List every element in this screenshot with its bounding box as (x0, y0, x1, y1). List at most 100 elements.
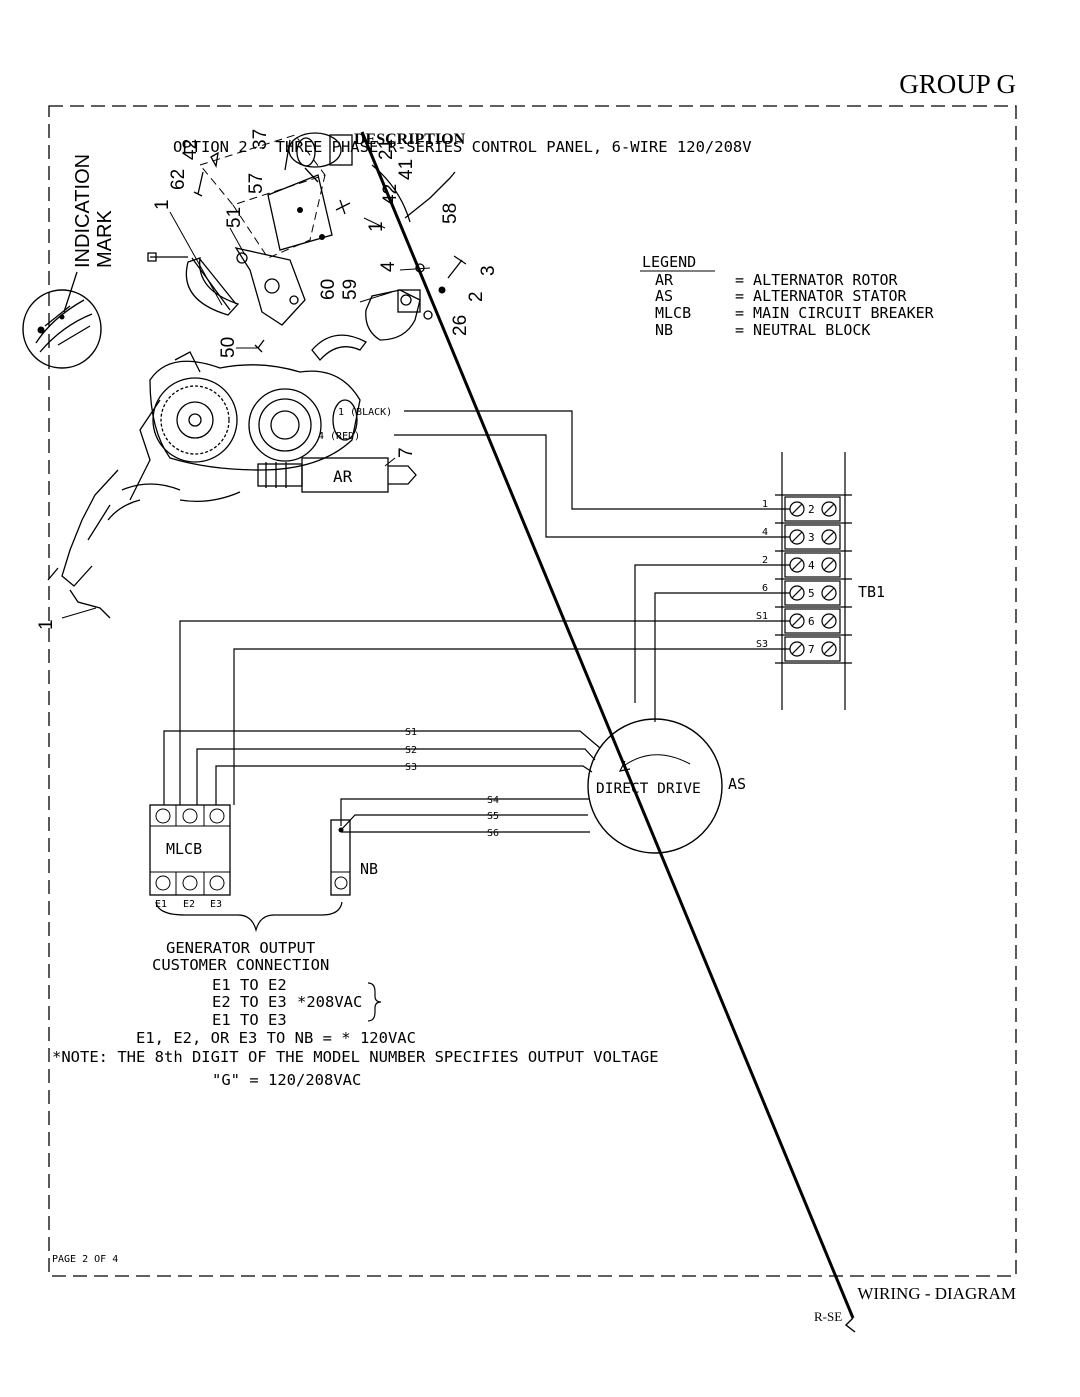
output-heading-2: CUSTOMER CONNECTION (152, 956, 329, 974)
part-number-3: 3 (478, 265, 499, 276)
terminal-row: 42 (762, 550, 852, 578)
screw-slot (823, 615, 835, 627)
stator-wire-s4: S4 (487, 795, 499, 806)
stator-wire-s5: S5 (487, 811, 499, 822)
indication-detail-circle (22, 289, 102, 369)
screw-slot (791, 643, 803, 655)
legend-code-mlcb: MLCB (655, 304, 691, 322)
output-pair-2: E2 TO E3 (212, 993, 287, 1011)
stator-circle (587, 718, 723, 854)
part-number-62: 62 (168, 169, 189, 190)
terminal-cell (784, 580, 841, 606)
terminal-row: 56 (762, 578, 852, 606)
stator-wire-s6: S6 (487, 828, 499, 839)
output-pair-3: E1 TO E3 (212, 1011, 287, 1029)
mlcb-terminal-e2: E2 (183, 899, 195, 910)
terminal-number: 4 (808, 559, 815, 572)
screw-slot (823, 531, 835, 543)
output-heading-1: GENERATOR OUTPUT (166, 939, 315, 957)
terminal-screw-icon (821, 613, 837, 629)
screw-slot (791, 615, 803, 627)
output-notes: GENERATOR OUTPUT CUSTOMER CONNECTION E1 … (52, 939, 659, 1089)
main-circuit-breaker: MLCB E1 E2 E3 (149, 804, 231, 910)
stator-wire-s1: S1 (405, 727, 417, 738)
terminal-row: 7 S3 (756, 634, 852, 662)
part-number-42a: 42 (180, 139, 201, 160)
mlcb-label: MLCB (166, 840, 202, 858)
screw-slot (791, 531, 803, 543)
screw-slot (823, 587, 835, 599)
mlcb-wiring: S1 S2 S3 (163, 727, 601, 805)
terminal-row: 6 S1 (756, 606, 852, 634)
screw-slot (823, 503, 835, 515)
group-heading: GROUP G (899, 69, 1016, 99)
diagonal-stroke-tail (844, 1317, 856, 1333)
part-number-1b: 1 (366, 221, 387, 232)
terminal-screw-icon (789, 557, 805, 573)
terminal-cell (784, 552, 841, 578)
terminal-wire-label: S3 (756, 639, 768, 650)
terminal-cell (784, 496, 841, 522)
terminal-row: 34 (762, 522, 852, 550)
legend-desc-nb: = NEUTRAL BLOCK (735, 321, 870, 339)
part-number-41: 41 (396, 159, 417, 180)
terminal-screw-icon (821, 641, 837, 657)
mlcb-terminal-e1: E1 (155, 899, 167, 910)
indication-label: INDICATION (72, 154, 94, 268)
wire-label-red: 4 (RED) (318, 431, 360, 442)
series-label: R-SE (814, 1309, 842, 1324)
terminal-number: 6 (808, 615, 815, 628)
tb1-label: TB1 (858, 583, 885, 601)
legend-desc-as: = ALTERNATOR STATOR (735, 287, 908, 305)
output-pair-1: E1 TO E2 (212, 976, 287, 994)
direct-drive-label: DIRECT DRIVE (596, 781, 701, 797)
terminal-wire-label: S1 (756, 611, 768, 622)
option-title: OPTION 2 - THREE PHASE R-SERIES CONTROL … (173, 138, 752, 156)
terminal-screw-icon (789, 585, 805, 601)
output-code: "G" = 120/208VAC (212, 1071, 361, 1089)
legend: LEGEND AR = ALTERNATOR ROTOR AS = ALTERN… (640, 253, 935, 339)
alternator-stator: DIRECT DRIVE AS (587, 718, 746, 854)
mark-label: MARK (94, 210, 116, 268)
terminal-screw-icon (821, 585, 837, 601)
terminal-screw-icon (789, 613, 805, 629)
terminal-row: 21 (762, 494, 852, 522)
mlcb-terminal-e3: E3 (210, 899, 222, 910)
terminal-screw-icon (821, 501, 837, 517)
output-neutral: E1, E2, OR E3 TO NB = * 120VAC (136, 1029, 416, 1047)
rotor-label: AR (333, 467, 353, 486)
legend-title: LEGEND (642, 253, 696, 271)
part-number-1c: 1 (36, 619, 57, 630)
output-pair-2-voltage: *208VAC (297, 993, 362, 1011)
terminal-wire-label: 1 (762, 499, 768, 510)
terminal-wire-label: 2 (762, 555, 768, 566)
terminal-wire-label: 6 (762, 583, 768, 594)
legend-code-nb: NB (655, 321, 673, 339)
page-number: PAGE 2 OF 4 (52, 1254, 118, 1265)
terminal-screw-icon (789, 529, 805, 545)
terminal-number: 2 (808, 503, 815, 516)
terminal-wire-label: 4 (762, 527, 768, 538)
part-number-2: 2 (466, 291, 487, 302)
part-number-21: 21 (376, 139, 397, 160)
part-number-57: 57 (246, 173, 267, 194)
part-number-7: 7 (396, 447, 417, 458)
neutral-block: NB (330, 819, 378, 896)
diagonal-stroke (360, 131, 855, 1319)
terminal-cell (784, 636, 841, 662)
stator-label: AS (728, 775, 746, 793)
part-number-37: 37 (250, 129, 271, 150)
screw-slot (823, 643, 835, 655)
exploded-parts-view: AR (47, 132, 467, 619)
terminal-number: 3 (808, 531, 815, 544)
part-number-59: 59 (340, 279, 361, 300)
terminal-number: 7 (808, 643, 815, 656)
nb-label: NB (360, 860, 378, 878)
nb-wiring: S4 S5 S6 (340, 795, 590, 839)
terminal-screw-icon (821, 557, 837, 573)
part-number-50: 50 (218, 337, 239, 358)
section-title: WIRING - DIAGRAM (857, 1284, 1016, 1303)
terminal-cell (784, 524, 841, 550)
legend-desc-ar: = ALTERNATOR ROTOR (735, 271, 899, 289)
